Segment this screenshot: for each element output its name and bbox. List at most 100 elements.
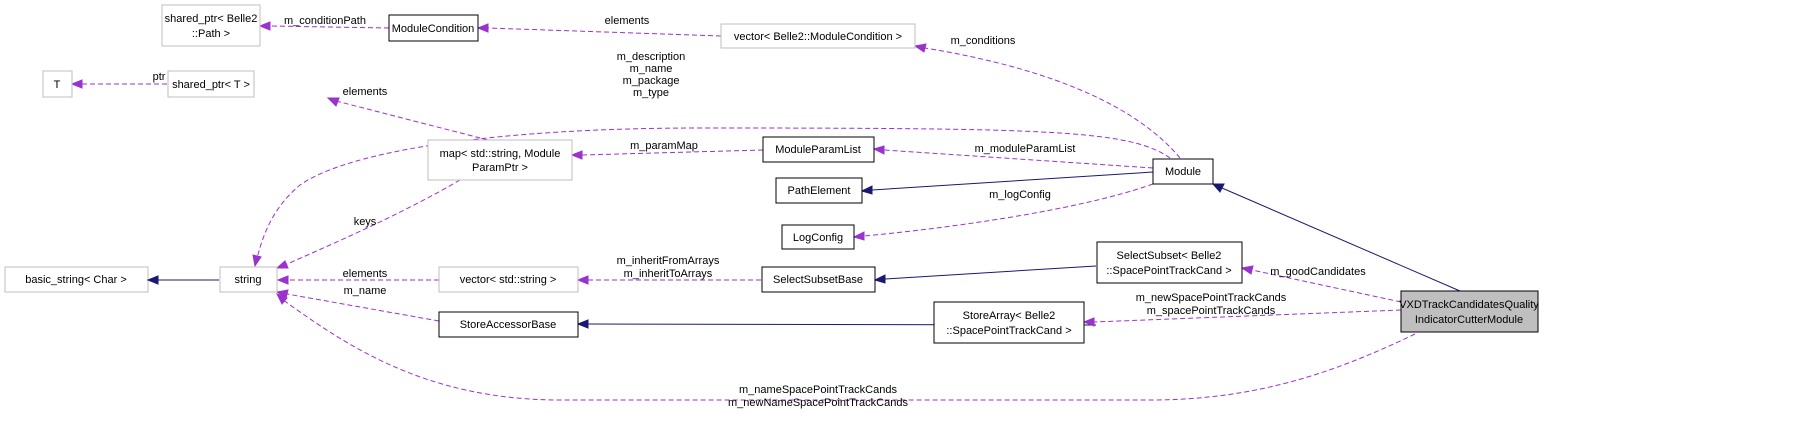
arrowhead: [476, 23, 489, 33]
label-module-param-list: m_moduleParamList: [975, 143, 1076, 155]
node-label: shared_ptr< Belle2: [165, 13, 258, 25]
node-shared-ptr-t[interactable]: shared_ptr< T >: [167, 70, 255, 98]
arrowhead: [873, 274, 886, 284]
node-vector-module-condition[interactable]: vector< Belle2::ModuleCondition >: [720, 23, 916, 49]
node-path-element[interactable]: PathElement: [775, 177, 863, 204]
label-store-array-0: m_newSpacePointTrackCands: [1136, 292, 1287, 304]
edge-inherit-path-element: [871, 171, 1154, 191]
label-name-strings-0: m_nameSpacePointTrackCands: [739, 384, 897, 396]
edge-module-param-list: [883, 149, 1154, 169]
node-label: LogConfig: [793, 232, 843, 244]
node-store-array[interactable]: StoreArray< Belle2 ::SpacePointTrackCand…: [933, 301, 1085, 344]
node-vxd-track-candidates-quality-indicator-cutter-module[interactable]: VXDTrackCandidatesQuality IndicatorCutte…: [1399, 290, 1539, 333]
node-label: ::Path >: [192, 28, 230, 40]
arrowhead: [576, 275, 589, 285]
arrowhead: [570, 150, 583, 160]
node-module-param-list[interactable]: ModuleParamList: [762, 136, 875, 163]
arrowhead: [1240, 265, 1254, 275]
node-label: map< std::string, Module: [440, 148, 561, 160]
node-label: VXDTrackCandidatesQuality: [1399, 299, 1539, 311]
node-label: shared_ptr< T >: [172, 79, 250, 91]
arrowhead: [576, 319, 589, 329]
arrowhead: [70, 79, 83, 89]
node-map[interactable]: map< std::string, Module ParamPtr >: [427, 139, 573, 181]
label-conditions: m_conditions: [951, 35, 1016, 47]
arrowhead: [275, 293, 288, 305]
node-t[interactable]: T: [42, 70, 73, 98]
arrowhead: [860, 185, 873, 195]
label-param-map: m_paramMap: [630, 140, 698, 152]
edge-log-config: [863, 183, 1154, 237]
edge-labels: m_conditionPath elements m_conditions pt…: [153, 15, 1367, 409]
arrowhead: [276, 275, 289, 285]
node-label: ::SpacePointTrackCand >: [946, 325, 1071, 337]
node-label: ::SpacePointTrackCand >: [1106, 265, 1231, 277]
label-inherit-arrays-1: m_inheritToArrays: [624, 268, 713, 280]
arrowhead: [275, 260, 289, 269]
label-store-array-1: m_spacePointTrackCands: [1147, 305, 1276, 317]
node-basic-string[interactable]: basic_string< Char >: [4, 266, 149, 293]
edge-elements-map: [334, 100, 489, 141]
edge-keys: [284, 179, 461, 266]
node-select-subset[interactable]: SelectSubset< Belle2 ::SpacePointTrackCa…: [1096, 241, 1243, 284]
label-module-strings-0: m_description: [617, 51, 685, 63]
node-module[interactable]: Module: [1152, 158, 1214, 185]
label-good-candidates: m_goodCandidates: [1270, 266, 1366, 278]
edge-elements-cond: [487, 27, 722, 37]
arrowhead: [852, 231, 865, 241]
node-label: ParamPtr >: [472, 162, 528, 174]
label-module-strings-2: m_package: [623, 75, 680, 87]
node-module-condition[interactable]: ModuleCondition: [388, 14, 479, 42]
arrowhead: [275, 289, 289, 299]
node-label: PathElement: [788, 185, 851, 197]
label-inherit-arrays-0: m_inheritFromArrays: [617, 255, 720, 267]
node-label: SelectSubset< Belle2: [1117, 250, 1222, 262]
node-store-accessor-base[interactable]: StoreAccessorBase: [438, 311, 579, 338]
arrowhead: [1211, 183, 1225, 193]
label-condition-path: m_conditionPath: [284, 15, 366, 27]
node-string[interactable]: string: [219, 266, 278, 293]
node-label: Module: [1165, 166, 1201, 178]
edge-module-strings: [256, 127, 1171, 259]
arrowhead: [146, 275, 159, 285]
label-elements-map: elements: [343, 86, 388, 98]
edges: [70, 21, 1461, 401]
label-keys: keys: [354, 216, 377, 228]
node-label: StoreAccessorBase: [460, 319, 557, 331]
node-label: vector< std::string >: [460, 274, 557, 286]
arrowhead: [326, 97, 340, 107]
node-label: SelectSubsetBase: [773, 274, 863, 286]
arrowhead: [258, 21, 271, 31]
arrowhead: [1082, 317, 1095, 327]
arrowhead: [913, 43, 927, 53]
edge-inherit-select-subset-base: [884, 265, 1097, 280]
edge-name-strings: [282, 299, 1416, 401]
node-label: StoreArray< Belle2: [963, 310, 1056, 322]
edge-store-array: [1093, 309, 1402, 323]
node-select-subset-base[interactable]: SelectSubsetBase: [761, 266, 876, 293]
arrowhead: [872, 145, 885, 155]
node-label: string: [235, 274, 262, 286]
label-ptr: ptr: [153, 71, 166, 83]
node-vector-string[interactable]: vector< std::string >: [438, 266, 579, 293]
label-module-strings-1: m_name: [630, 63, 673, 75]
node-label: basic_string< Char >: [25, 274, 127, 286]
node-label: ModuleParamList: [775, 144, 861, 156]
arrowhead: [252, 254, 262, 268]
edge-inherit-module: [1221, 187, 1461, 292]
edge-m-name: [286, 293, 440, 322]
label-module-strings-3: m_type: [633, 87, 669, 99]
edge-param-map: [581, 149, 764, 156]
edge-good-candidates: [1251, 269, 1402, 303]
edge-conditions: [924, 47, 1181, 159]
label-elements-vec: elements: [343, 268, 388, 280]
node-label: T: [54, 79, 61, 91]
node-label: ModuleCondition: [392, 23, 475, 35]
node-label: vector< Belle2::ModuleCondition >: [734, 31, 902, 43]
node-shared-ptr-path[interactable]: shared_ptr< Belle2 ::Path >: [161, 4, 261, 47]
label-log-config: m_logConfig: [989, 189, 1051, 201]
label-m-name: m_name: [344, 285, 387, 297]
edge-condition-path: [269, 25, 390, 29]
node-log-config[interactable]: LogConfig: [781, 224, 855, 250]
